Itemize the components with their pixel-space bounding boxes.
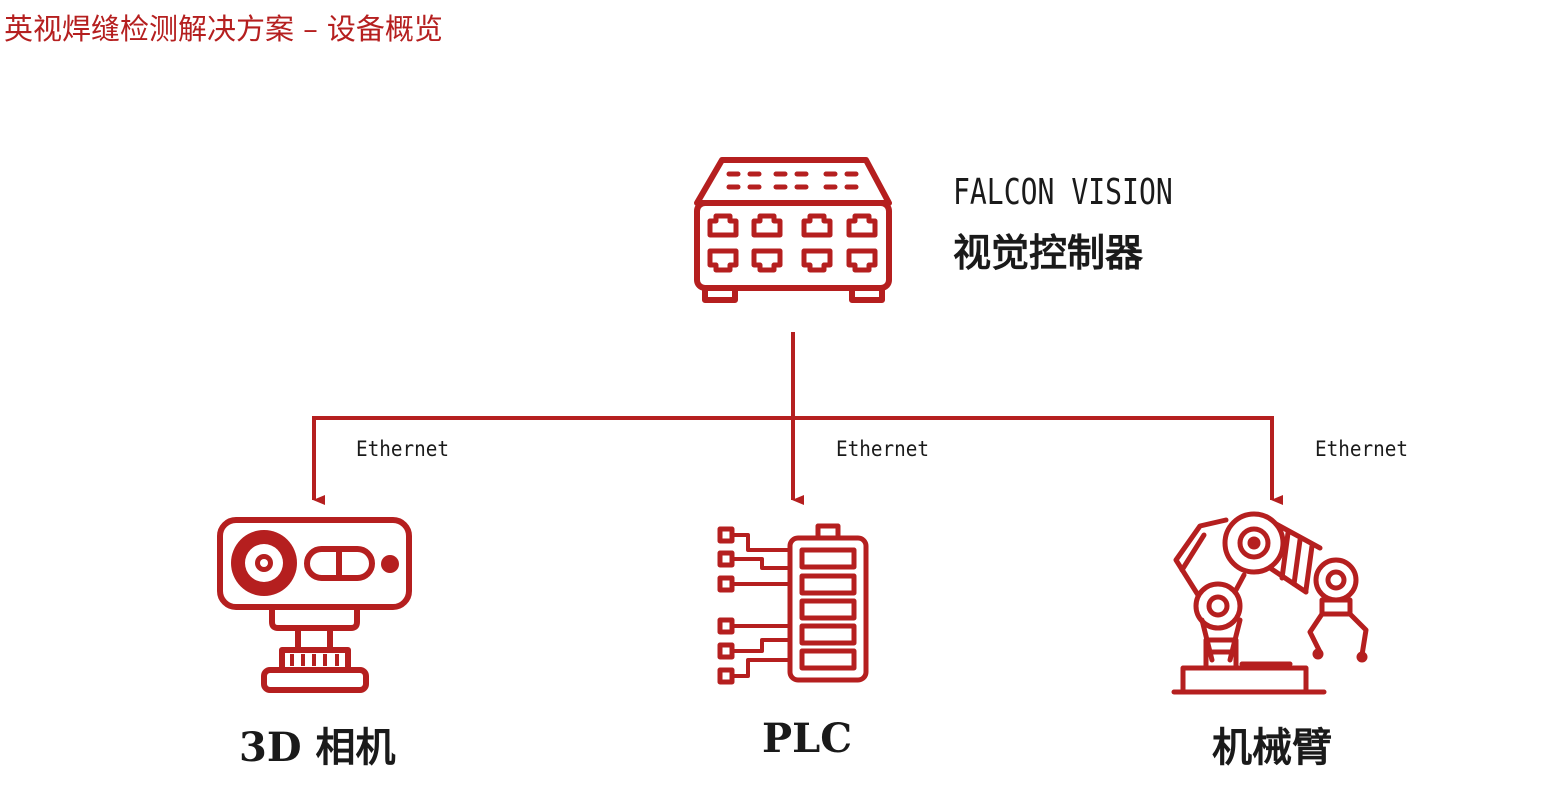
device-label-plc: PLC [762, 715, 853, 762]
plc-icon [717, 523, 869, 685]
link-label-plc: Ethernet [836, 437, 930, 461]
network-switch-icon [694, 157, 892, 303]
robot-arm-icon [1171, 511, 1369, 695]
page-title: 英视焊缝检测解决方案 – 设备概览 [4, 12, 443, 46]
3d-camera-icon [217, 517, 412, 693]
ethernet-links [312, 332, 1283, 505]
controller-subtitle: 视觉控制器 [953, 230, 1144, 275]
link-label-camera: Ethernet [356, 437, 450, 461]
device-label-robot: 机械臂 [1212, 724, 1332, 771]
device-label-camera: 3D 相机 [239, 724, 396, 771]
controller-name: FALCON VISION [953, 172, 1173, 213]
link-label-robot: Ethernet [1315, 437, 1409, 461]
